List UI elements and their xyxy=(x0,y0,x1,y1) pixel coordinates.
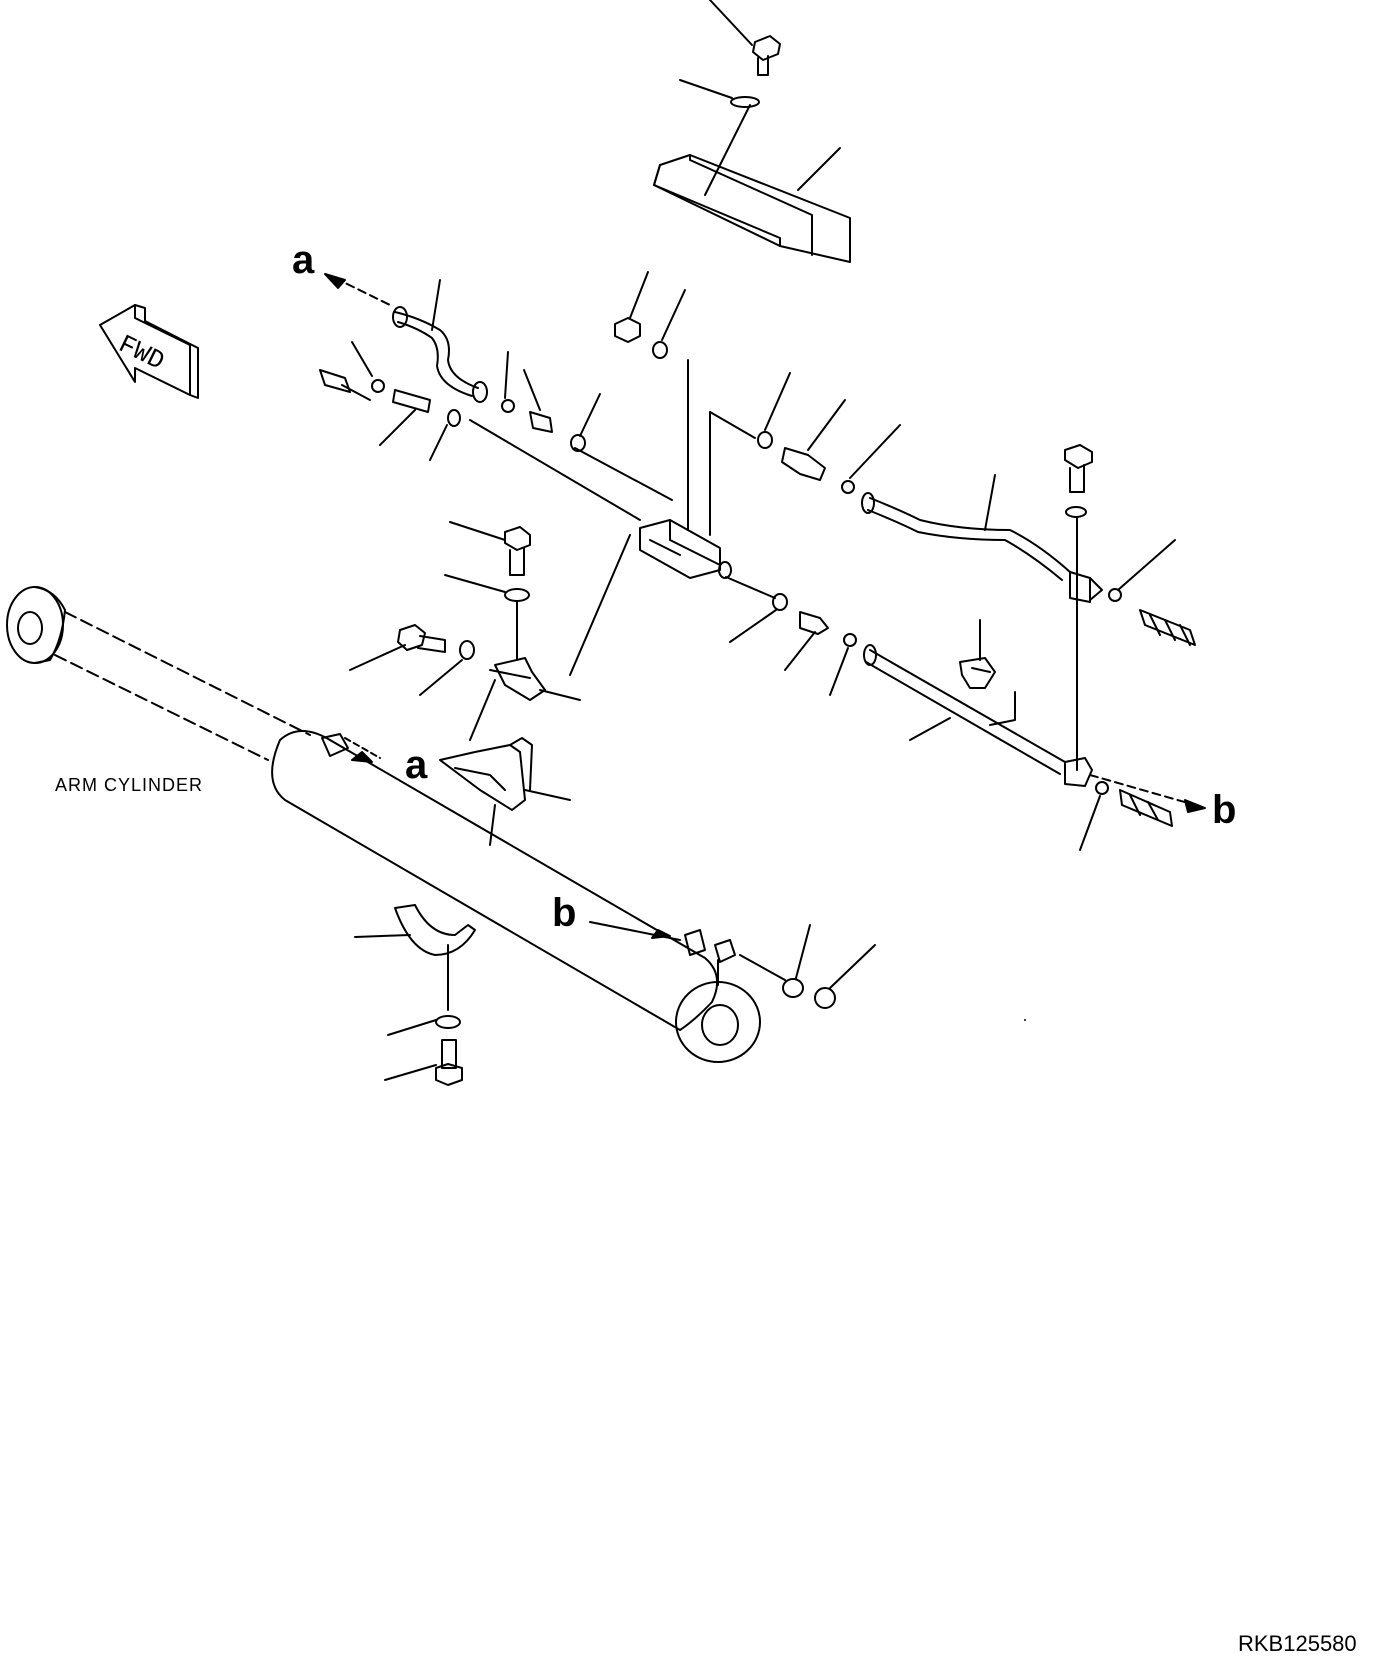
left-tube xyxy=(392,279,488,403)
connector-b-right-arrow xyxy=(1089,774,1206,813)
arm-cylinder-label: ARM CYLINDER xyxy=(55,775,204,795)
upper-plug xyxy=(614,271,686,359)
right-bolt xyxy=(1064,444,1093,771)
left-fittings xyxy=(319,341,601,461)
side-bolt xyxy=(349,624,475,696)
tube-clip xyxy=(959,619,1016,726)
right-upper-block xyxy=(1069,539,1196,646)
connector-b-right-label: b xyxy=(1212,788,1237,832)
arm-cylinder xyxy=(6,586,761,1063)
lower-bracket xyxy=(439,737,571,846)
cylinder-port-a xyxy=(321,733,381,763)
connector-a-mid-label: a xyxy=(405,743,428,787)
bracket-bolt xyxy=(444,521,531,661)
fwd-arrow-icon xyxy=(99,304,199,399)
connector-b-low-arrow xyxy=(589,921,876,1009)
right-upper-fittings xyxy=(757,372,901,494)
right-lower-block xyxy=(1064,757,1173,851)
upper-bracket xyxy=(469,534,631,741)
connector-a-top-label: a xyxy=(292,238,315,282)
valve-block xyxy=(469,359,756,579)
drawing-code: RKB125580 xyxy=(1238,1631,1357,1656)
top-bolt xyxy=(709,0,781,76)
connector-a-top-arrow xyxy=(324,273,391,306)
cylinder-clamp xyxy=(354,904,476,1086)
connector-b-low-label: b xyxy=(552,891,577,935)
lower-fittings xyxy=(725,576,857,696)
right-upper-tube xyxy=(861,474,1071,581)
top-washer xyxy=(679,79,760,108)
cover-plate xyxy=(653,104,851,263)
right-lower-tube xyxy=(863,644,1066,775)
